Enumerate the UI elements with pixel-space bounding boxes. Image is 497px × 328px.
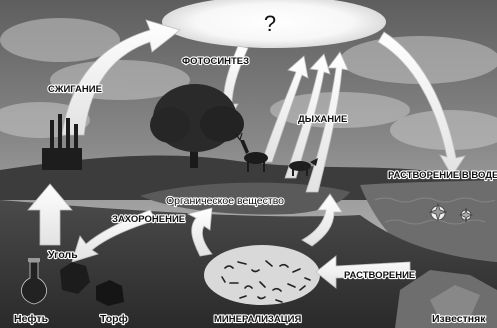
mineralization-label: МИНЕРАЛИЗАЦИЯ (214, 314, 301, 325)
coal-label: Уголь (48, 249, 78, 261)
unknown-mark: ? (264, 11, 276, 36)
limestone-label: Известняк (432, 313, 486, 325)
photosynthesis-label: ФОТОСИНТЕЗ (182, 56, 249, 67)
burial-label: ЗАХОРОНЕНИЕ (112, 214, 185, 225)
peat-label: Торф (100, 313, 128, 325)
combustion-label: СЖИГАНИЕ (48, 84, 102, 95)
respiration-label: ДЫХАНИЕ (298, 114, 347, 125)
dissolution-in-water-label: РАСТВОРЕНИЕ В ВОДЕ (388, 170, 497, 181)
mineralization-area (204, 245, 320, 305)
dissolution-label: РАСТВОРЕНИЕ (344, 270, 415, 281)
oil-label: Нефть (14, 313, 49, 325)
organic-matter-label: Органическое вещество (166, 195, 284, 207)
